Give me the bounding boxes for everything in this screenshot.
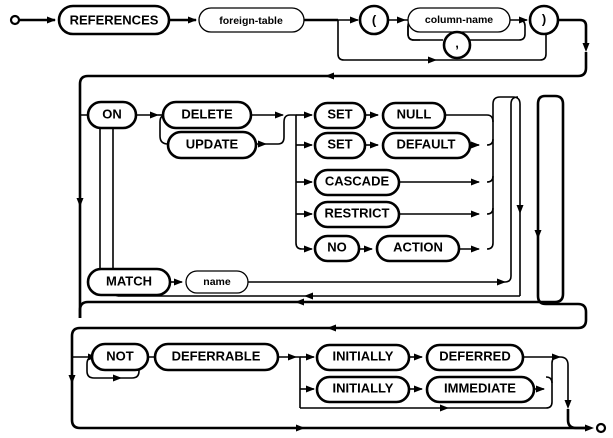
arrow-on-group-out — [516, 205, 524, 214]
end-terminator — [595, 422, 607, 434]
arrow-wrap2 — [327, 324, 336, 332]
rail-section2-right — [536, 94, 563, 306]
arrow-not-bypass — [113, 374, 122, 382]
node-name-label: name — [203, 276, 231, 288]
node-not-label: NOT — [106, 348, 134, 363]
rail-paren-bypass — [337, 20, 547, 61]
arrow-delete-merge — [275, 111, 284, 119]
arrow-update-merge — [258, 140, 267, 148]
rail-update-merge — [256, 114, 291, 145]
arrow-row1-down — [582, 43, 590, 52]
node-null-label: NULL — [397, 106, 432, 121]
arrow-paren-bypass — [428, 56, 437, 64]
arrow-repeat-return — [304, 292, 313, 300]
rail-bottom-join — [566, 409, 588, 430]
arrow-section3-spine — [68, 375, 76, 384]
node-restrict-label: RESTRICT — [325, 205, 390, 220]
node-update-label: UPDATE — [186, 136, 239, 151]
node-delete-label: DELETE — [181, 106, 233, 121]
rail-not-bypass-left — [86, 356, 120, 379]
node-initially2-label: INITIALLY — [333, 380, 394, 395]
rail-rparen-out — [558, 18, 588, 45]
rail-initially-merge-up — [551, 356, 559, 383]
arrow-section2-outer — [295, 298, 304, 306]
node-comma-box[interactable] — [442, 30, 472, 60]
node-match-label: MATCH — [106, 273, 152, 288]
rail-merge-restrict — [486, 207, 494, 215]
rail-on-group-out — [492, 96, 521, 296]
node-set2-label: SET — [327, 136, 352, 151]
start-terminator — [9, 14, 21, 26]
node-references-label: REFERENCES — [70, 12, 159, 27]
rail-bottom — [70, 419, 588, 430]
node-immediate-label: IMMEDIATE — [444, 380, 516, 395]
arrow-section2-right — [534, 230, 542, 239]
node-column-name-label: column-name — [425, 14, 493, 26]
rail-action-fork-spine — [290, 114, 297, 243]
rail-section2-outer — [78, 94, 565, 318]
node-no-label: NO — [327, 239, 347, 254]
rail-comma-loop-right — [489, 19, 526, 41]
node-rparen-label: ) — [542, 11, 546, 26]
arrow-deferrable-down — [564, 400, 572, 409]
rail-merge-cascade — [486, 175, 494, 183]
node-deferrable-label: DEFERRABLE — [172, 348, 261, 363]
arrow-section2-spine — [76, 198, 84, 207]
node-lparen-label: ( — [372, 12, 377, 27]
arrow-wrap1 — [325, 72, 334, 80]
rail-match-merge-up — [504, 96, 519, 283]
rail-deferrable-group-out — [559, 356, 569, 406]
node-deferred-label: DEFERRED — [439, 348, 511, 363]
node-update-box[interactable] — [166, 130, 258, 160]
rail-initially-fork-spine — [296, 356, 301, 408]
rail-to-no-action — [295, 242, 313, 253]
node-action-label: ACTION — [393, 239, 443, 254]
node-initially1-label: INITIALLY — [333, 348, 394, 363]
node-set1-label: SET — [327, 106, 352, 121]
rail-comma-loop-left — [407, 26, 443, 41]
arrow-bottom — [296, 424, 305, 432]
node-on-label: ON — [102, 106, 122, 121]
rail-wrap2 — [70, 302, 588, 420]
node-foreign-table-label: foreign-table — [219, 15, 283, 27]
node-default-label: DEFAULT — [397, 136, 456, 151]
rail-action-merge — [486, 114, 494, 250]
node-cascade-label: CASCADE — [325, 173, 390, 188]
rail-merge-default — [486, 138, 494, 146]
arrow-end — [585, 424, 594, 432]
node-comma-label: , — [455, 35, 459, 50]
rail-initially-merge — [448, 376, 553, 409]
